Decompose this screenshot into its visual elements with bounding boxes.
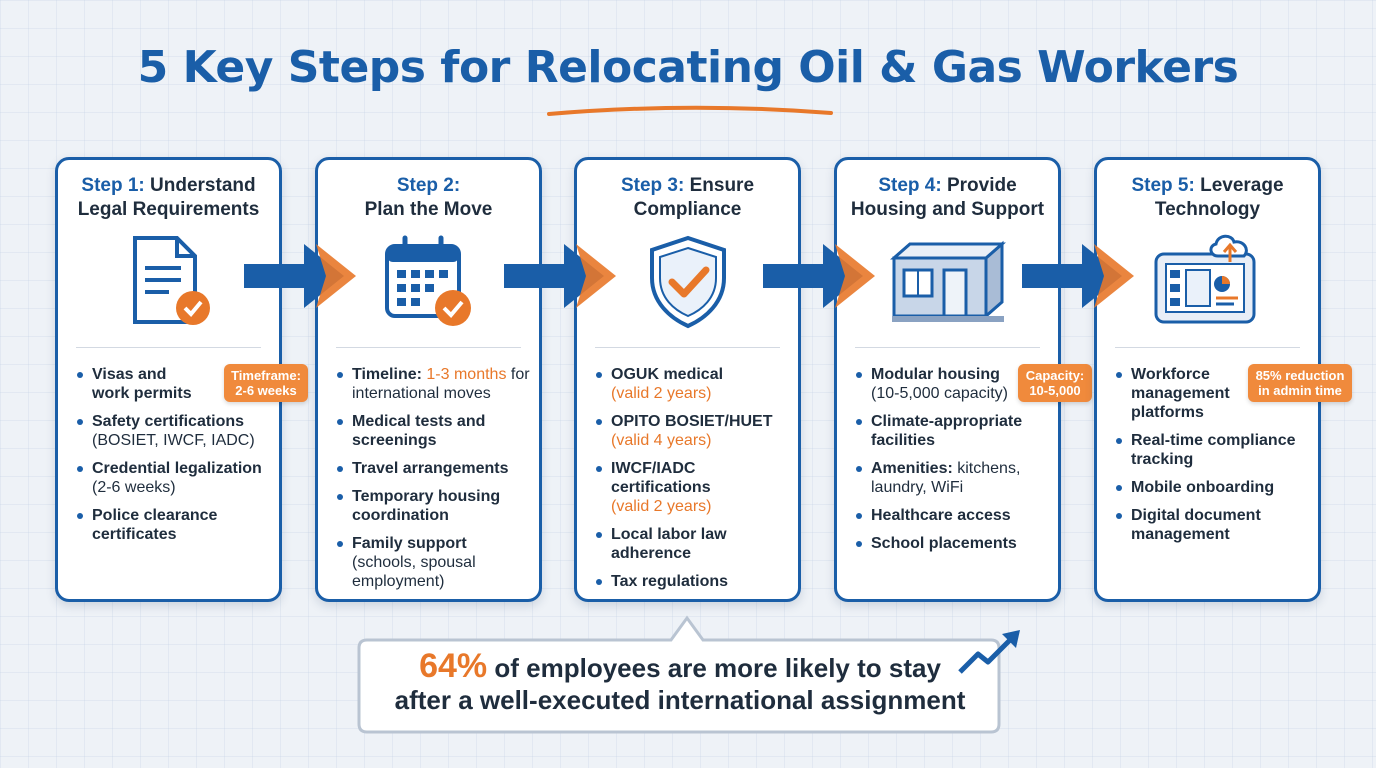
step-arrow-3 <box>763 244 875 308</box>
step-label: Step 1: <box>81 175 145 196</box>
list-item: Timeline: 1-3 months for international m… <box>334 365 531 403</box>
callout-percent: 64% <box>419 647 488 685</box>
step-title: Step 5: Leverage Technology <box>1131 175 1284 220</box>
list-item: Family support (schools, spousal employm… <box>334 534 531 591</box>
list-item: Workforce management platforms <box>1113 365 1310 422</box>
calendar-check-icon <box>384 235 471 326</box>
step-title: Step 4: Provide Housing and Support <box>850 175 1045 220</box>
capacity-badge: Capacity:10-5,000 <box>1018 364 1092 402</box>
document-check-icon <box>132 236 210 325</box>
timeframe-badge: Timeframe:2-6 weeks <box>224 364 308 402</box>
callout-line1: of employees are more likely to stay <box>494 653 941 683</box>
list-item: Visas and work permits <box>74 365 271 403</box>
callout-line2: after a well-executed international assi… <box>394 685 966 715</box>
list-item: Amenities: kitchens, laundry, WiFi <box>853 459 1050 497</box>
list-item: Travel arrangements <box>334 459 531 478</box>
cloud-dashboard-icon <box>1154 234 1255 324</box>
list-item: Digital document management <box>1113 506 1310 544</box>
divider <box>336 347 521 348</box>
list-item: Police clearance certificates <box>74 506 271 544</box>
step-title: Step 3: Ensure Compliance <box>620 175 755 220</box>
list-item: Local labor law adherence <box>593 525 790 563</box>
step-label: Step 2: <box>396 175 461 196</box>
list-item: Tax regulations <box>593 572 790 591</box>
bullet-list: Workforce management platforms Real-time… <box>1113 365 1310 553</box>
divider <box>76 347 261 348</box>
page-title: 5 Key Steps for Relocating Oil & Gas Wor… <box>137 42 1239 93</box>
step-arrow-2 <box>504 244 616 308</box>
modular-housing-icon <box>889 240 1006 322</box>
step-title: Step 1: Understand Legal Requirements <box>58 174 279 222</box>
callout-text: 64% of employees are more likely to stay… <box>360 647 1000 716</box>
list-item: Temporary housing coordination <box>334 487 531 525</box>
list-item: OGUK medical(valid 2 years) <box>593 365 790 403</box>
step-title-line2: Legal Requirements <box>77 199 260 220</box>
step-card-3: Step 3: Ensure Compliance OGUK medical(v… <box>574 157 801 602</box>
step-arrow-1 <box>244 244 356 308</box>
bullet-list: Timeline: 1-3 months for international m… <box>334 365 531 600</box>
step-card-5: Step 5: Leverage Technology Workforce ma… <box>1094 157 1321 602</box>
step-title-line2: Plan the Move <box>364 199 493 220</box>
list-item: Modular housing(10-5,000 capacity) <box>853 365 1050 403</box>
list-item: Healthcare access <box>853 506 1050 525</box>
list-item: Climate-appropriate facilities <box>853 412 1050 450</box>
bullet-list: OGUK medical(valid 2 years) OPITO BOSIET… <box>593 365 790 600</box>
trend-up-icon <box>958 630 1020 674</box>
bullet-list: Visas and work permits Safety certificat… <box>74 365 271 553</box>
list-item: OPITO BOSIET/HUET(valid 4 years) <box>593 412 790 450</box>
list-item: Mobile onboarding <box>1113 478 1310 497</box>
list-item: Credential legalization (2-6 weeks) <box>74 459 271 497</box>
step-label: Step 3: <box>620 175 685 196</box>
list-item: Medical tests and screenings <box>334 412 531 450</box>
bullet-list: Modular housing(10-5,000 capacity) Clima… <box>853 365 1050 562</box>
step-label: Step 5: <box>1131 175 1195 196</box>
step-label: Step 4: <box>878 175 942 196</box>
step-card-2: Step 2: Plan the Move Timeline: 1-3 mont… <box>315 157 542 602</box>
step-title: Step 2: Plan the Move <box>318 174 539 222</box>
callout-box <box>357 615 1001 734</box>
step-arrow-4 <box>1022 244 1134 308</box>
title-underline <box>547 105 833 116</box>
step-title-line1: Understand <box>150 175 256 196</box>
list-item: School placements <box>853 534 1050 553</box>
divider <box>595 347 780 348</box>
divider <box>1115 347 1300 348</box>
list-item: Safety certifications (BOSIET, IWCF, IAD… <box>74 412 271 450</box>
list-item: IWCF/IADC certifications(valid 2 years) <box>593 459 790 516</box>
divider <box>855 347 1040 348</box>
list-item: Real-time compliance tracking <box>1113 431 1310 469</box>
shield-check-icon <box>649 235 726 329</box>
